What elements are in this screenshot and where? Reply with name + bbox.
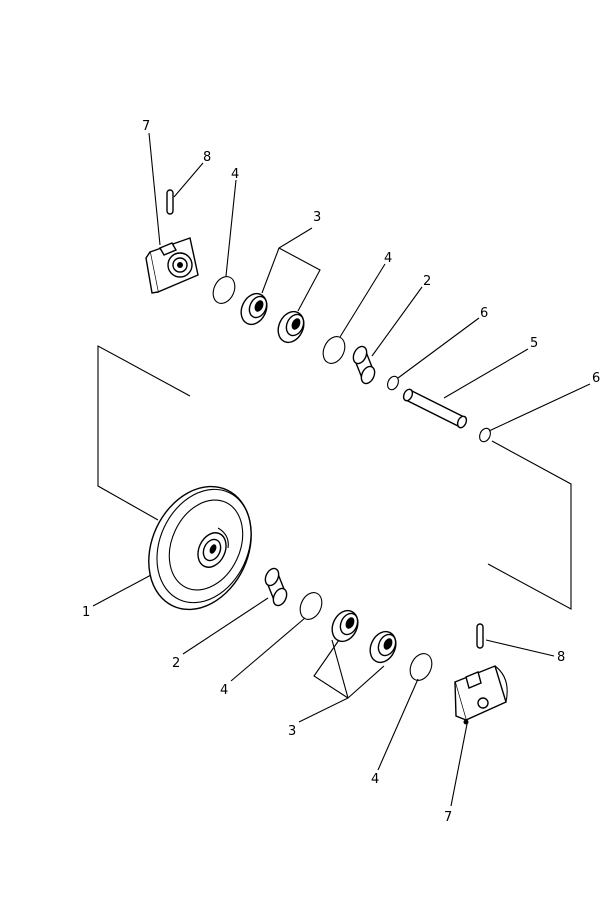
bushing-upper [352,345,376,385]
callout-3-lower: 3 [288,724,296,739]
callout-6-upper: 6 [480,306,488,321]
small-o-ring-1 [387,375,399,391]
o-ring-upper-2 [322,336,346,364]
callout-8-upper: 8 [203,150,211,165]
callout-4-lower-1: 4 [220,683,228,698]
shaft [402,388,468,429]
idler-wheel [148,485,252,611]
callout-8-lower: 8 [557,650,565,665]
seal-upper-2 [277,310,305,344]
bracket-housing-lower [454,665,508,725]
small-o-ring-2 [479,427,491,443]
bracket-housing-upper [145,237,199,294]
seal-upper-1 [240,292,268,326]
leader-lines [92,132,591,807]
callout-2-lower: 2 [172,656,180,671]
pin-lower [476,623,484,649]
callout-3-upper: 3 [313,210,321,225]
seal-lower-1 [331,609,359,643]
callout-4-upper-2: 4 [384,251,392,266]
callout-4-lower-2: 4 [371,772,379,787]
callout-2-upper: 2 [423,274,431,289]
callout-1: 1 [82,605,90,620]
callout-5: 5 [530,336,538,351]
assembly-bracket-right [487,440,572,610]
callout-7-upper: 7 [142,119,150,134]
seal-lower-2 [369,630,397,664]
callout-7-lower: 7 [444,810,452,825]
assembly-bracket-left [97,345,191,521]
callout-4-upper-1: 4 [231,167,239,182]
callout-6-right: 6 [592,371,600,386]
o-ring-upper-1 [212,276,236,304]
o-ring-lower-2 [409,653,433,681]
bushing-lower [264,567,288,607]
pin-upper [166,189,174,215]
o-ring-lower-1 [299,592,323,620]
callout-numbers: 7 8 4 3 4 2 6 5 6 1 2 4 3 4 8 7 [82,119,600,825]
